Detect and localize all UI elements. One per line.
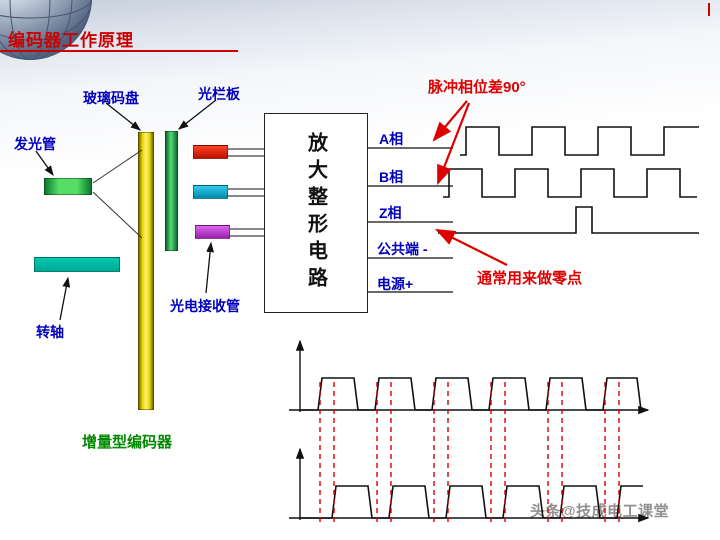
globe-logo xyxy=(0,0,92,60)
arrow-receiver xyxy=(205,241,214,294)
glass-disk-bar xyxy=(138,132,154,410)
globe-sphere xyxy=(0,0,92,60)
output-label-a: A相 xyxy=(379,131,404,147)
arrow-shaft xyxy=(59,276,71,321)
output-label-b: B相 xyxy=(379,169,404,185)
corner-red-tick xyxy=(708,3,710,16)
pulse-plot-1 xyxy=(289,339,650,415)
output-label-z: Z相 xyxy=(379,205,402,221)
emitter-bar xyxy=(44,178,92,195)
label-shaft: 转轴 xyxy=(36,324,64,340)
label-grating: 光栏板 xyxy=(198,86,240,102)
annotation-arrows xyxy=(432,100,508,266)
receiver-bar-cyan xyxy=(193,185,228,199)
label-arrows xyxy=(35,99,217,321)
waveform-b xyxy=(443,168,697,198)
light-cone xyxy=(92,149,143,239)
footer-label: 增量型编码器 xyxy=(82,434,173,451)
waveform-a xyxy=(460,126,699,156)
label-emitter: 发光管 xyxy=(14,136,56,152)
title-underline xyxy=(0,50,238,52)
watermark: 头条@技成电工课堂 xyxy=(530,503,670,520)
receiver-wires xyxy=(228,148,264,237)
output-label-common: 公共端 - xyxy=(377,241,428,257)
shaft-bar xyxy=(34,257,120,272)
arrow-zero-point xyxy=(435,229,508,266)
output-label-power: 电源+ xyxy=(377,276,414,292)
page-title: 编码器工作原理 xyxy=(8,31,134,50)
waveform-z xyxy=(438,206,699,234)
annotation-phase-diff: 脉冲相位差90° xyxy=(428,79,526,96)
circuit-box-text: 放大整形电路 xyxy=(304,132,327,294)
globe-gridlines xyxy=(0,0,92,60)
arrow-phase-a xyxy=(432,100,468,142)
arrow-grating xyxy=(177,99,217,130)
receiver-bar-magenta xyxy=(195,225,230,239)
plot1-waveform xyxy=(300,377,642,411)
receiver-bar-red xyxy=(193,145,228,159)
arrow-phase-b xyxy=(436,102,471,186)
label-glass-disk: 玻璃码盘 xyxy=(83,90,139,106)
label-receiver: 光电接收管 xyxy=(170,298,240,314)
annotation-zero-point: 通常用来做零点 xyxy=(477,270,583,287)
arrow-emitter xyxy=(35,150,54,177)
grating-bar xyxy=(165,131,178,251)
circuit-box: 放大整形电路 xyxy=(264,113,368,313)
